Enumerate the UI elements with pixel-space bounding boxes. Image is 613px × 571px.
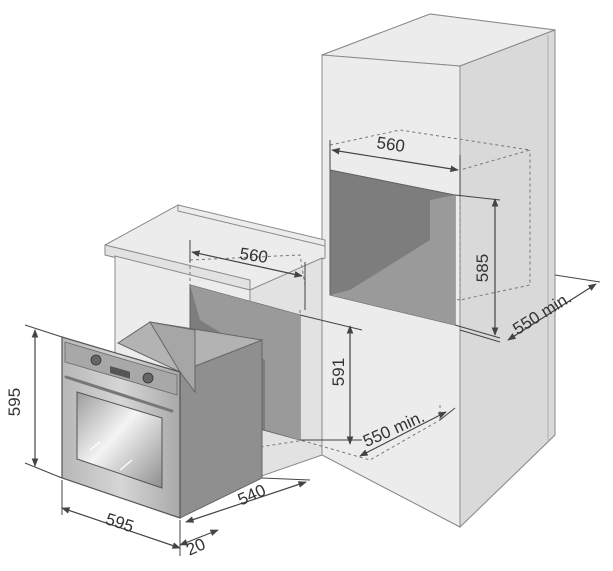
door-handle-icon — [64, 375, 174, 413]
front-offset-label: 20 — [183, 534, 208, 559]
built-in-oven — [61, 321, 264, 519]
oven-width-label: 595 — [103, 509, 136, 536]
oven-window — [76, 391, 163, 489]
lower-niche-width-label: 560 — [238, 244, 269, 267]
column-niche-width-label: 560 — [375, 133, 406, 156]
left-knob-icon — [90, 354, 102, 366]
display-icon — [110, 366, 130, 379]
right-knob-icon — [142, 372, 154, 384]
oven-height-label: 595 — [5, 388, 24, 416]
dimension-lines — [24, 140, 601, 556]
lower-niche-height-label: 591 — [329, 358, 348, 386]
column-niche-height-label: 585 — [473, 254, 492, 282]
